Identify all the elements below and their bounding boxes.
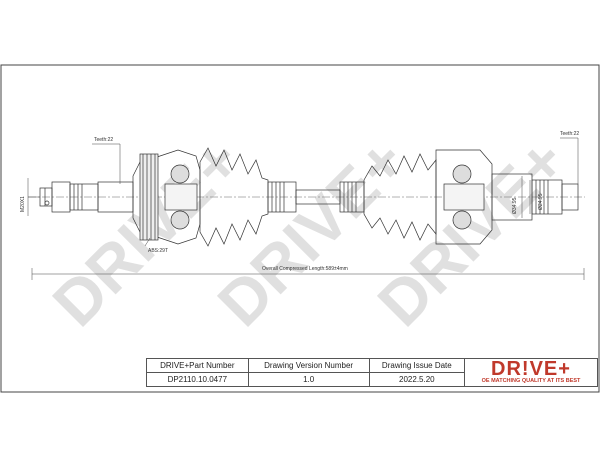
diameter-2-label: Ø24.95 bbox=[538, 193, 544, 210]
abs-label: ABS:29T bbox=[148, 248, 168, 254]
header-version: Drawing Version Number bbox=[247, 358, 370, 373]
overall-length-label: Overall Compressed Length:589±4mm bbox=[262, 266, 348, 272]
header-issue-date: Drawing Issue Date bbox=[368, 358, 466, 373]
brand-logo: DR!VE+ bbox=[491, 358, 571, 380]
diameter-1-label: Ø34.95 bbox=[512, 197, 518, 214]
value-issue-date: 2022.5.20 bbox=[368, 372, 466, 387]
thread-label: M20X1 bbox=[20, 196, 26, 212]
inner-joint bbox=[435, 149, 493, 245]
teeth-right-label: Teeth:22 bbox=[560, 131, 579, 137]
brand-tagline: OE MATCHING QUALITY AT ITS BEST bbox=[481, 378, 581, 384]
title-block: DRIVE+Part Number Drawing Version Number… bbox=[146, 358, 598, 387]
teeth-left-label: Teeth:22 bbox=[94, 137, 113, 143]
drive-shaft bbox=[39, 147, 579, 247]
value-version: 1.0 bbox=[247, 372, 370, 387]
header-part-number: DRIVE+Part Number bbox=[146, 358, 249, 373]
leader-lines bbox=[27, 137, 585, 280]
brand-cell: DR!VE+ OE MATCHING QUALITY AT ITS BEST bbox=[464, 358, 598, 387]
drawing-frame bbox=[0, 64, 600, 393]
value-part-number: DP2110.10.0477 bbox=[146, 372, 249, 387]
left-boot bbox=[199, 147, 269, 247]
